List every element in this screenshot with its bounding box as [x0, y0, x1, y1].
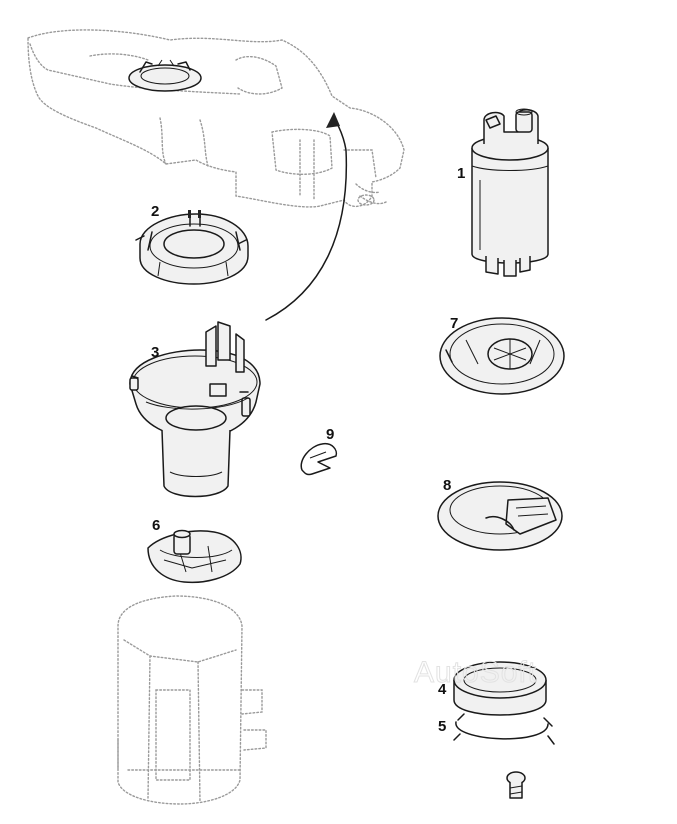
fuel-filter [147, 529, 242, 584]
callout-7: 7 [450, 315, 458, 332]
pump-reservoir [129, 321, 261, 498]
fuel-tank-outline [27, 29, 405, 208]
lock-ring [135, 210, 249, 285]
callout-5: 5 [438, 718, 446, 735]
retaining-clip [300, 442, 338, 476]
callout-9: 9 [326, 426, 334, 443]
watermark: AutoSoft [414, 656, 537, 689]
callout-1: 1 [457, 165, 465, 182]
callout-6: 6 [152, 517, 160, 534]
flange-side-view [437, 481, 563, 551]
callout-8: 8 [443, 477, 451, 494]
callout-2: 2 [151, 203, 159, 220]
clamp-ring [453, 713, 555, 745]
flange-top-view [439, 317, 565, 395]
pump-module-outline [117, 595, 267, 805]
fuel-pump [471, 108, 549, 277]
callout-4: 4 [438, 681, 447, 698]
seal-ring [453, 661, 547, 716]
screw [506, 771, 526, 799]
tank-opening [128, 59, 202, 92]
assembly-arrow [265, 112, 348, 321]
callout-3: 3 [151, 344, 159, 361]
